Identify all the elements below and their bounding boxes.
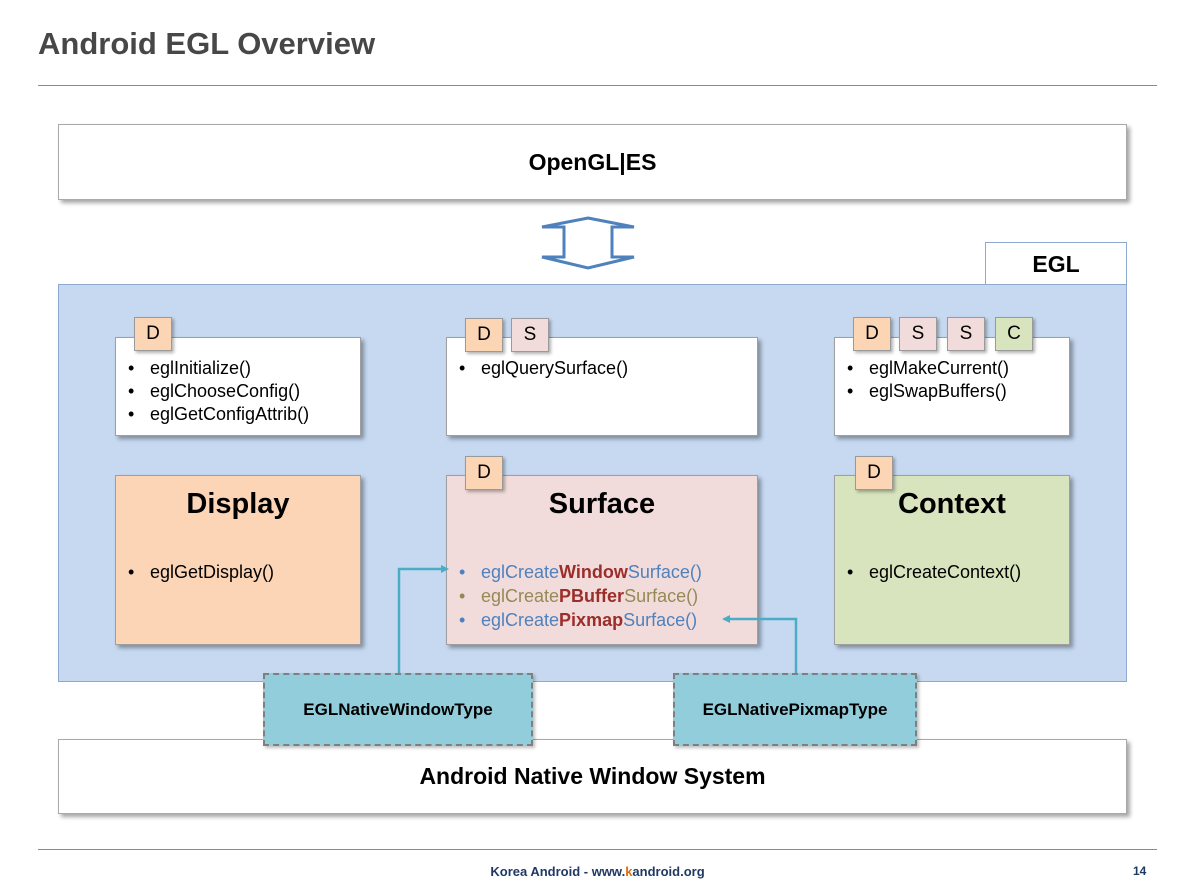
badge-context: C <box>995 317 1033 351</box>
context-functions-box: eglMakeCurrent() eglSwapBuffers() <box>834 337 1070 436</box>
badge-surface: S <box>511 318 549 352</box>
opengl-es-label: OpenGL|ES <box>528 148 657 175</box>
surface-object: Surface eglCreateWindowSurface() eglCrea… <box>446 475 758 645</box>
badge-display: D <box>134 317 172 351</box>
native-window-type-label: EGLNativeWindowType <box>303 699 493 719</box>
fn-create-window-surface: eglCreateWindowSurface() <box>447 560 702 584</box>
context-title: Context <box>898 488 1006 520</box>
badge-display: D <box>855 456 893 490</box>
context-object: Context eglCreateContext() <box>834 475 1070 645</box>
egl-tab: EGL <box>985 242 1127 286</box>
native-window-system-label: Android Native Window System <box>419 763 766 789</box>
pixmap-type-connector <box>722 615 798 673</box>
fn-create-pixmap-surface: eglCreatePixmapSurface() <box>447 608 702 632</box>
fn-egl-query-surface: eglQuerySurface() <box>447 357 628 380</box>
footer-text: Korea Android - www.kandroid.org <box>490 864 705 879</box>
badge-display: D <box>465 318 503 352</box>
display-object: Display eglGetDisplay() <box>115 475 361 645</box>
surface-functions-box: eglQuerySurface() <box>446 337 758 436</box>
fn-egl-initialize: eglInitialize() <box>116 357 309 380</box>
display-functions-box: eglInitialize() eglChooseConfig() eglGet… <box>115 337 361 436</box>
surface-title: Surface <box>548 488 656 520</box>
native-window-system-box: Android Native Window System <box>58 739 1127 814</box>
badge-surface: S <box>947 317 985 351</box>
badge-display: D <box>465 456 503 490</box>
opengl-es-box: OpenGL|ES <box>58 124 1127 200</box>
badge-display: D <box>853 317 891 351</box>
fn-egl-get-display: eglGetDisplay() <box>116 560 274 584</box>
fn-create-pbuffer-surface: eglCreatePBufferSurface() <box>447 584 702 608</box>
window-type-connector <box>397 565 449 673</box>
native-window-type-box: EGLNativeWindowType <box>263 673 533 746</box>
badge-surface: S <box>899 317 937 351</box>
fn-egl-choose-config: eglChooseConfig() <box>116 380 309 403</box>
title-divider <box>38 85 1157 86</box>
fn-egl-make-current: eglMakeCurrent() <box>835 357 1009 380</box>
fn-egl-create-context: eglCreateContext() <box>835 560 1021 584</box>
native-pixmap-type-label: EGLNativePixmapType <box>702 699 888 719</box>
fn-egl-swap-buffers: eglSwapBuffers() <box>835 380 1009 403</box>
page-number: 14 <box>1133 864 1147 878</box>
page-title: Android EGL Overview <box>38 26 376 61</box>
egl-label: EGL <box>1032 251 1080 277</box>
display-title: Display <box>186 488 290 520</box>
footer-divider <box>38 849 1157 850</box>
fn-egl-get-config-attrib: eglGetConfigAttrib() <box>116 403 309 426</box>
native-pixmap-type-box: EGLNativePixmapType <box>673 673 917 746</box>
